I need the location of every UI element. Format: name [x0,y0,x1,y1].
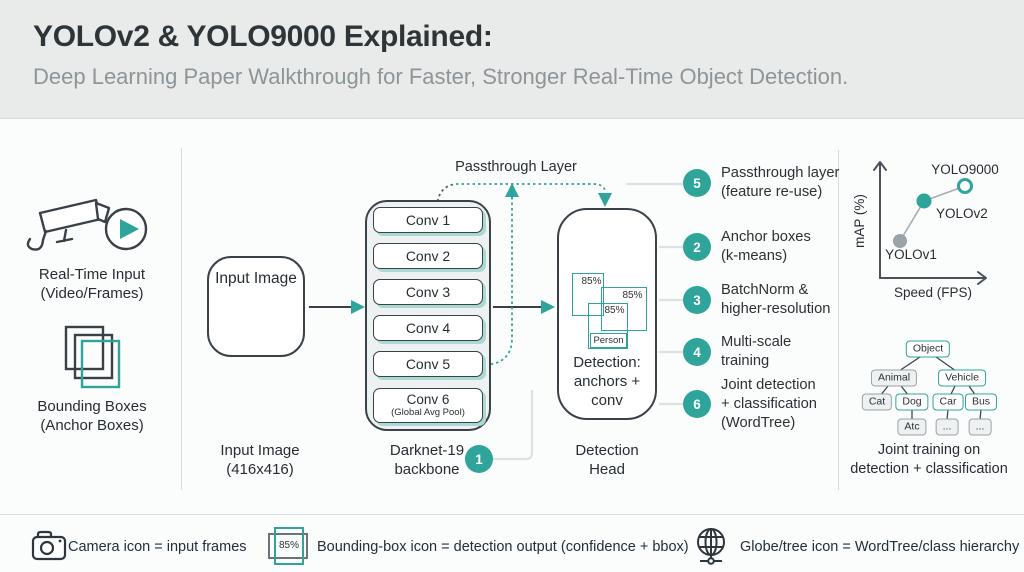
legend-bbox-badge: 85% [278,540,299,551]
right-divider [838,150,839,490]
keypoint-badge-3: 3 [683,286,711,314]
detection-bbox-3 [588,303,628,349]
camera-icon [31,530,67,561]
passthrough-path [436,183,612,365]
map-speed-chart: YOLO9000 YOLOv2 YOLOv1 Speed (FPS) mAP (… [852,161,999,300]
keypoint-label-4: Multi-scale training [721,334,792,369]
legend-item-globe-text: Globe/tree icon = WordTree/class hierarc… [740,539,1020,555]
page-header [0,0,1024,119]
flow-arrow-input-backbone [309,300,365,314]
play-icon [104,207,148,251]
passthrough-layer-label: Passthrough Layer [455,159,577,175]
keypoint-badge-2: 2 [683,233,711,261]
input-image-box-label: Input Image [215,270,297,287]
bounding-boxes-caption: Bounding Boxes (Anchor Boxes) [37,398,147,434]
keypoint-label-2: Anchor boxes (k-means) [721,229,811,264]
legend-divider [0,514,1024,515]
tree-node-cat: Cat [861,393,893,411]
conv-layer-3: Conv 3 [373,279,483,305]
keypoint-connectors [493,182,683,461]
backbone-caption: Darknet-19 backbone [389,442,465,478]
left-divider [181,148,182,490]
input-image-box [207,256,305,357]
legend-item-camera-text: Camera icon = input frames [68,539,247,555]
tree-node-more-2: ... [968,418,992,436]
flow-arrow-backbone-detection [493,300,555,314]
tree-node-vehicle: Vehicle [938,369,986,387]
confidence-label-2: 85% [622,290,643,301]
chart-label-yolo9000: YOLO9000 [931,162,999,177]
page-title: YOLOv2 & YOLO9000 Explained: [33,20,493,53]
conv-layer-6-label: Conv 6 [406,391,450,407]
cctv-camera-icon [26,198,111,251]
conv-layer-6-sublabel: (Global Avg Pool) [391,406,465,418]
keypoint-badge-6: 6 [683,390,711,418]
tree-node-car: Car [932,393,964,411]
tree-node-bus: Bus [964,393,998,411]
chart-ylabel: mAP (%) [852,194,867,248]
keypoint-badge-5: 5 [683,169,711,197]
chart-point-yolov2 [916,193,932,209]
realtime-input-caption: Real-Time Input (Video/Frames) [38,266,146,302]
conv-layer-5: Conv 5 [373,351,483,377]
keypoint-badge-4: 4 [683,338,711,366]
conv-layer-1: Conv 1 [373,207,483,233]
tree-node-dog: Dog [895,393,929,411]
page-subtitle: Deep Learning Paper Walkthrough for Fast… [33,64,849,89]
anchor-boxes-icon [64,325,121,389]
tree-node-more-1: ... [935,418,959,436]
conv-layer-4: Conv 4 [373,315,483,341]
legend-item-bbox-text: Bounding-box icon = detection output (co… [317,539,689,555]
detection-head-box [557,208,657,420]
globe-icon [697,528,725,565]
chart-label-yolov2: YOLOv2 [936,206,988,221]
tree-node-animal: Animal [870,369,918,387]
tree-node-atc: Atc [897,418,927,436]
detection-box-text: Detection: anchors + conv [573,354,641,409]
chart-label-yolov1: YOLOv1 [885,247,937,262]
chart-xlabel: Speed (FPS) [894,285,972,300]
conv-layer-2: Conv 2 [373,243,483,269]
wordtree-caption: Joint training on detection + classifica… [850,442,1008,477]
person-class-label: Person [590,333,627,348]
bounding-box-icon [268,527,308,565]
confidence-label-3: 85% [604,305,625,316]
tree-node-object: Object [905,340,951,358]
input-image-caption: Input Image (416x416) [220,442,300,478]
chart-point-yolov1 [893,234,907,248]
wordtree-edges [879,356,982,421]
keypoint-label-5: Passthrough layer (feature re-use) [721,165,840,200]
confidence-label-1: 85% [581,276,602,287]
detection-head-caption: Detection Head [575,442,639,478]
detection-bbox-2 [601,287,647,331]
keypoint-label-6: Joint detection + classification (WordTr… [721,377,817,431]
chart-point-yolo9000 [957,178,973,194]
keypoint-label-3: BatchNorm & higher-resolution [721,282,831,317]
keypoint-badge-1: 1 [465,445,493,473]
conv-layer-6: Conv 6 (Global Avg Pool) [373,388,483,423]
